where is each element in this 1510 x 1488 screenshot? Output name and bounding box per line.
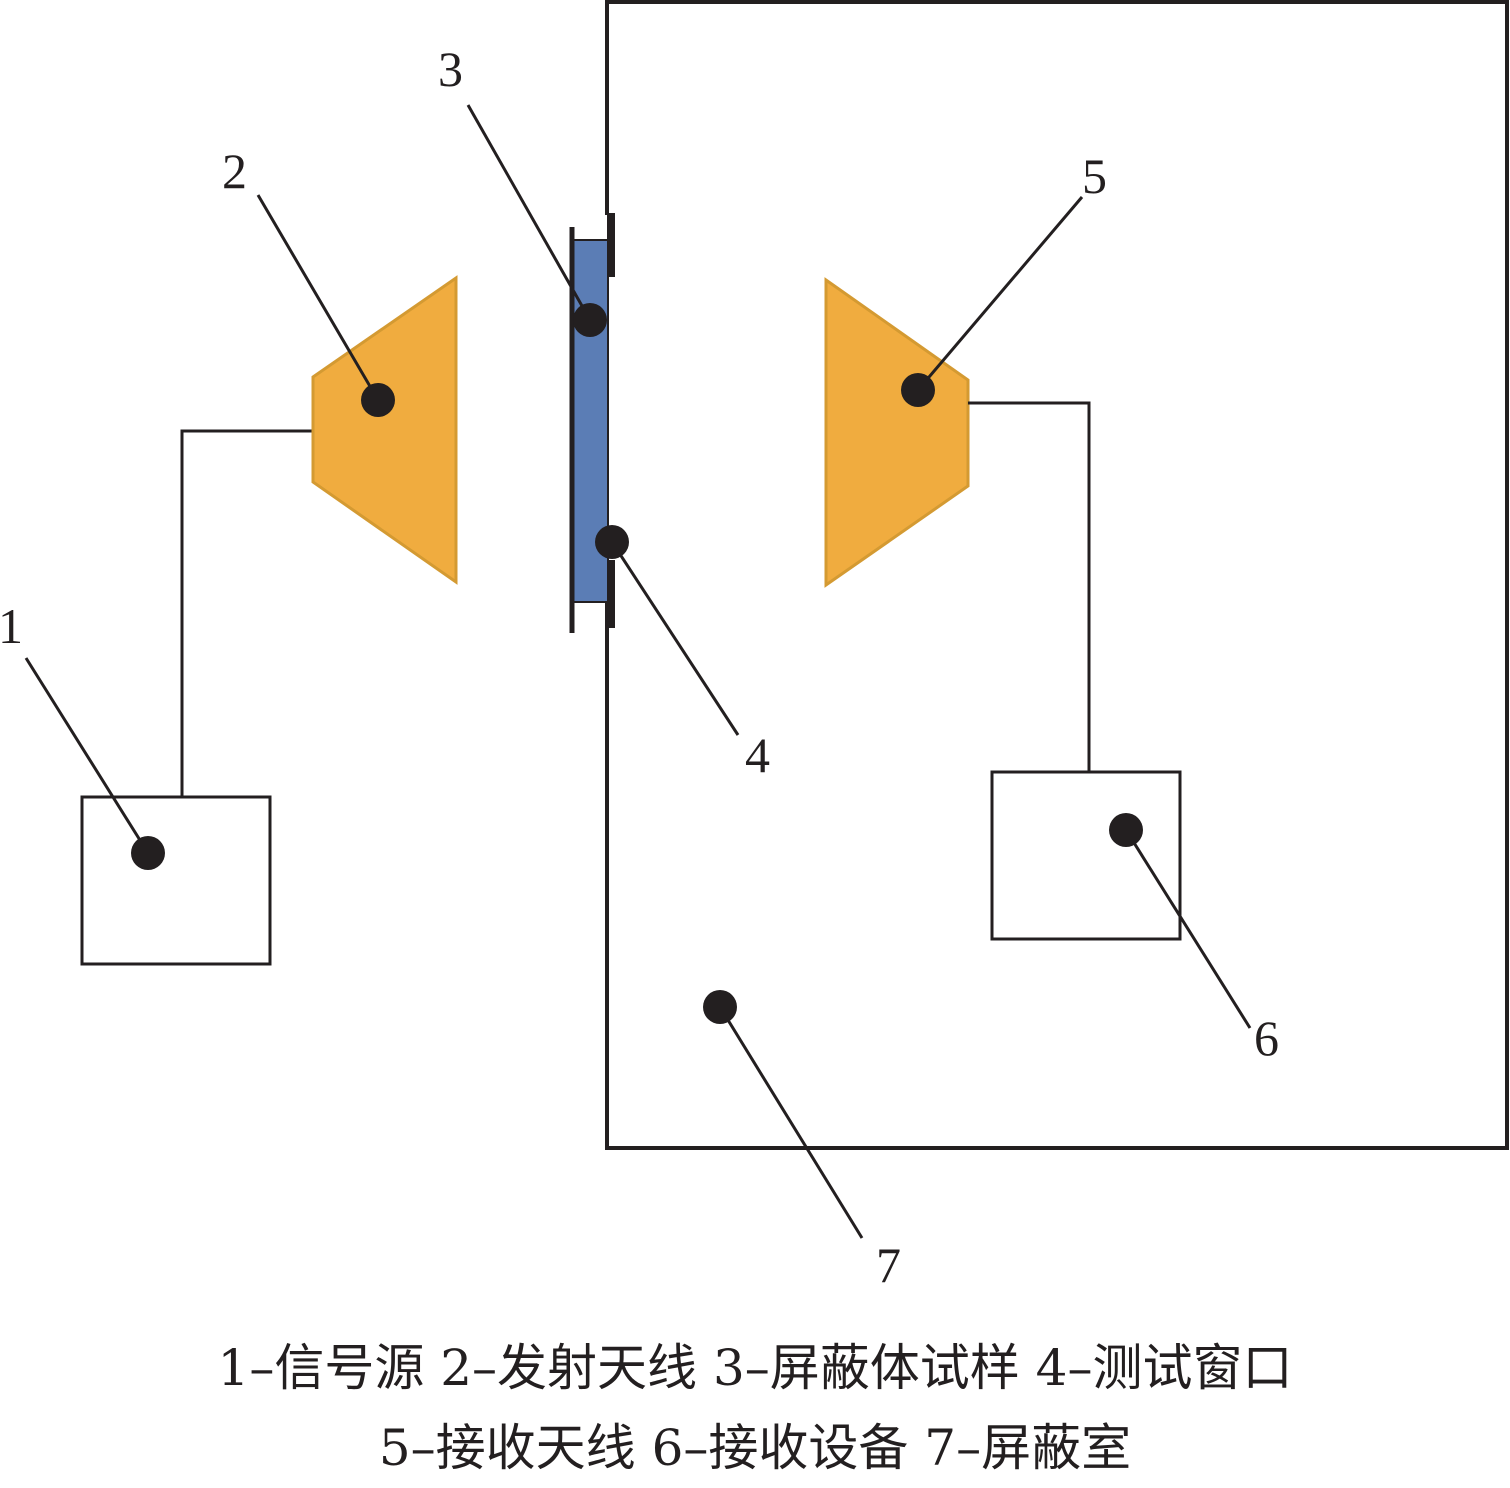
transmit-antenna — [311, 275, 458, 585]
label-receive-antenna: 5 — [1082, 148, 1107, 204]
label-shield-sample: 3 — [438, 41, 463, 97]
caption-line-2: 5–接收天线 6–接收设备 7–屏蔽室 — [378, 1419, 1132, 1477]
receive-equipment-box — [990, 770, 1182, 941]
dot-shielded-room — [703, 990, 737, 1024]
signal-source-box — [80, 795, 272, 966]
label-signal-source: 1 — [0, 598, 23, 654]
label-test-window: 4 — [745, 727, 770, 783]
caption-line-1: 1–信号源 2–发射天线 3–屏蔽体试样 4–测试窗口 — [217, 1339, 1293, 1397]
callout-dots — [131, 303, 1143, 1024]
label-transmit-antenna: 2 — [222, 143, 247, 199]
receive-cable — [968, 401, 1091, 772]
shield-sample — [569, 227, 609, 633]
leader-lines — [24, 104, 1252, 1239]
shielded-room — [605, 0, 1509, 1150]
receive-antenna — [824, 277, 970, 588]
dot-receive-equipment — [1109, 813, 1143, 847]
dot-shield-sample — [573, 303, 607, 337]
dot-test-window — [595, 525, 629, 559]
dot-signal-source — [131, 836, 165, 870]
dot-receive-antenna — [901, 373, 935, 407]
transmit-cable — [180, 429, 315, 797]
dot-transmit-antenna — [361, 383, 395, 417]
label-receive-equipment: 6 — [1254, 1010, 1279, 1066]
label-shielded-room: 7 — [876, 1237, 901, 1293]
